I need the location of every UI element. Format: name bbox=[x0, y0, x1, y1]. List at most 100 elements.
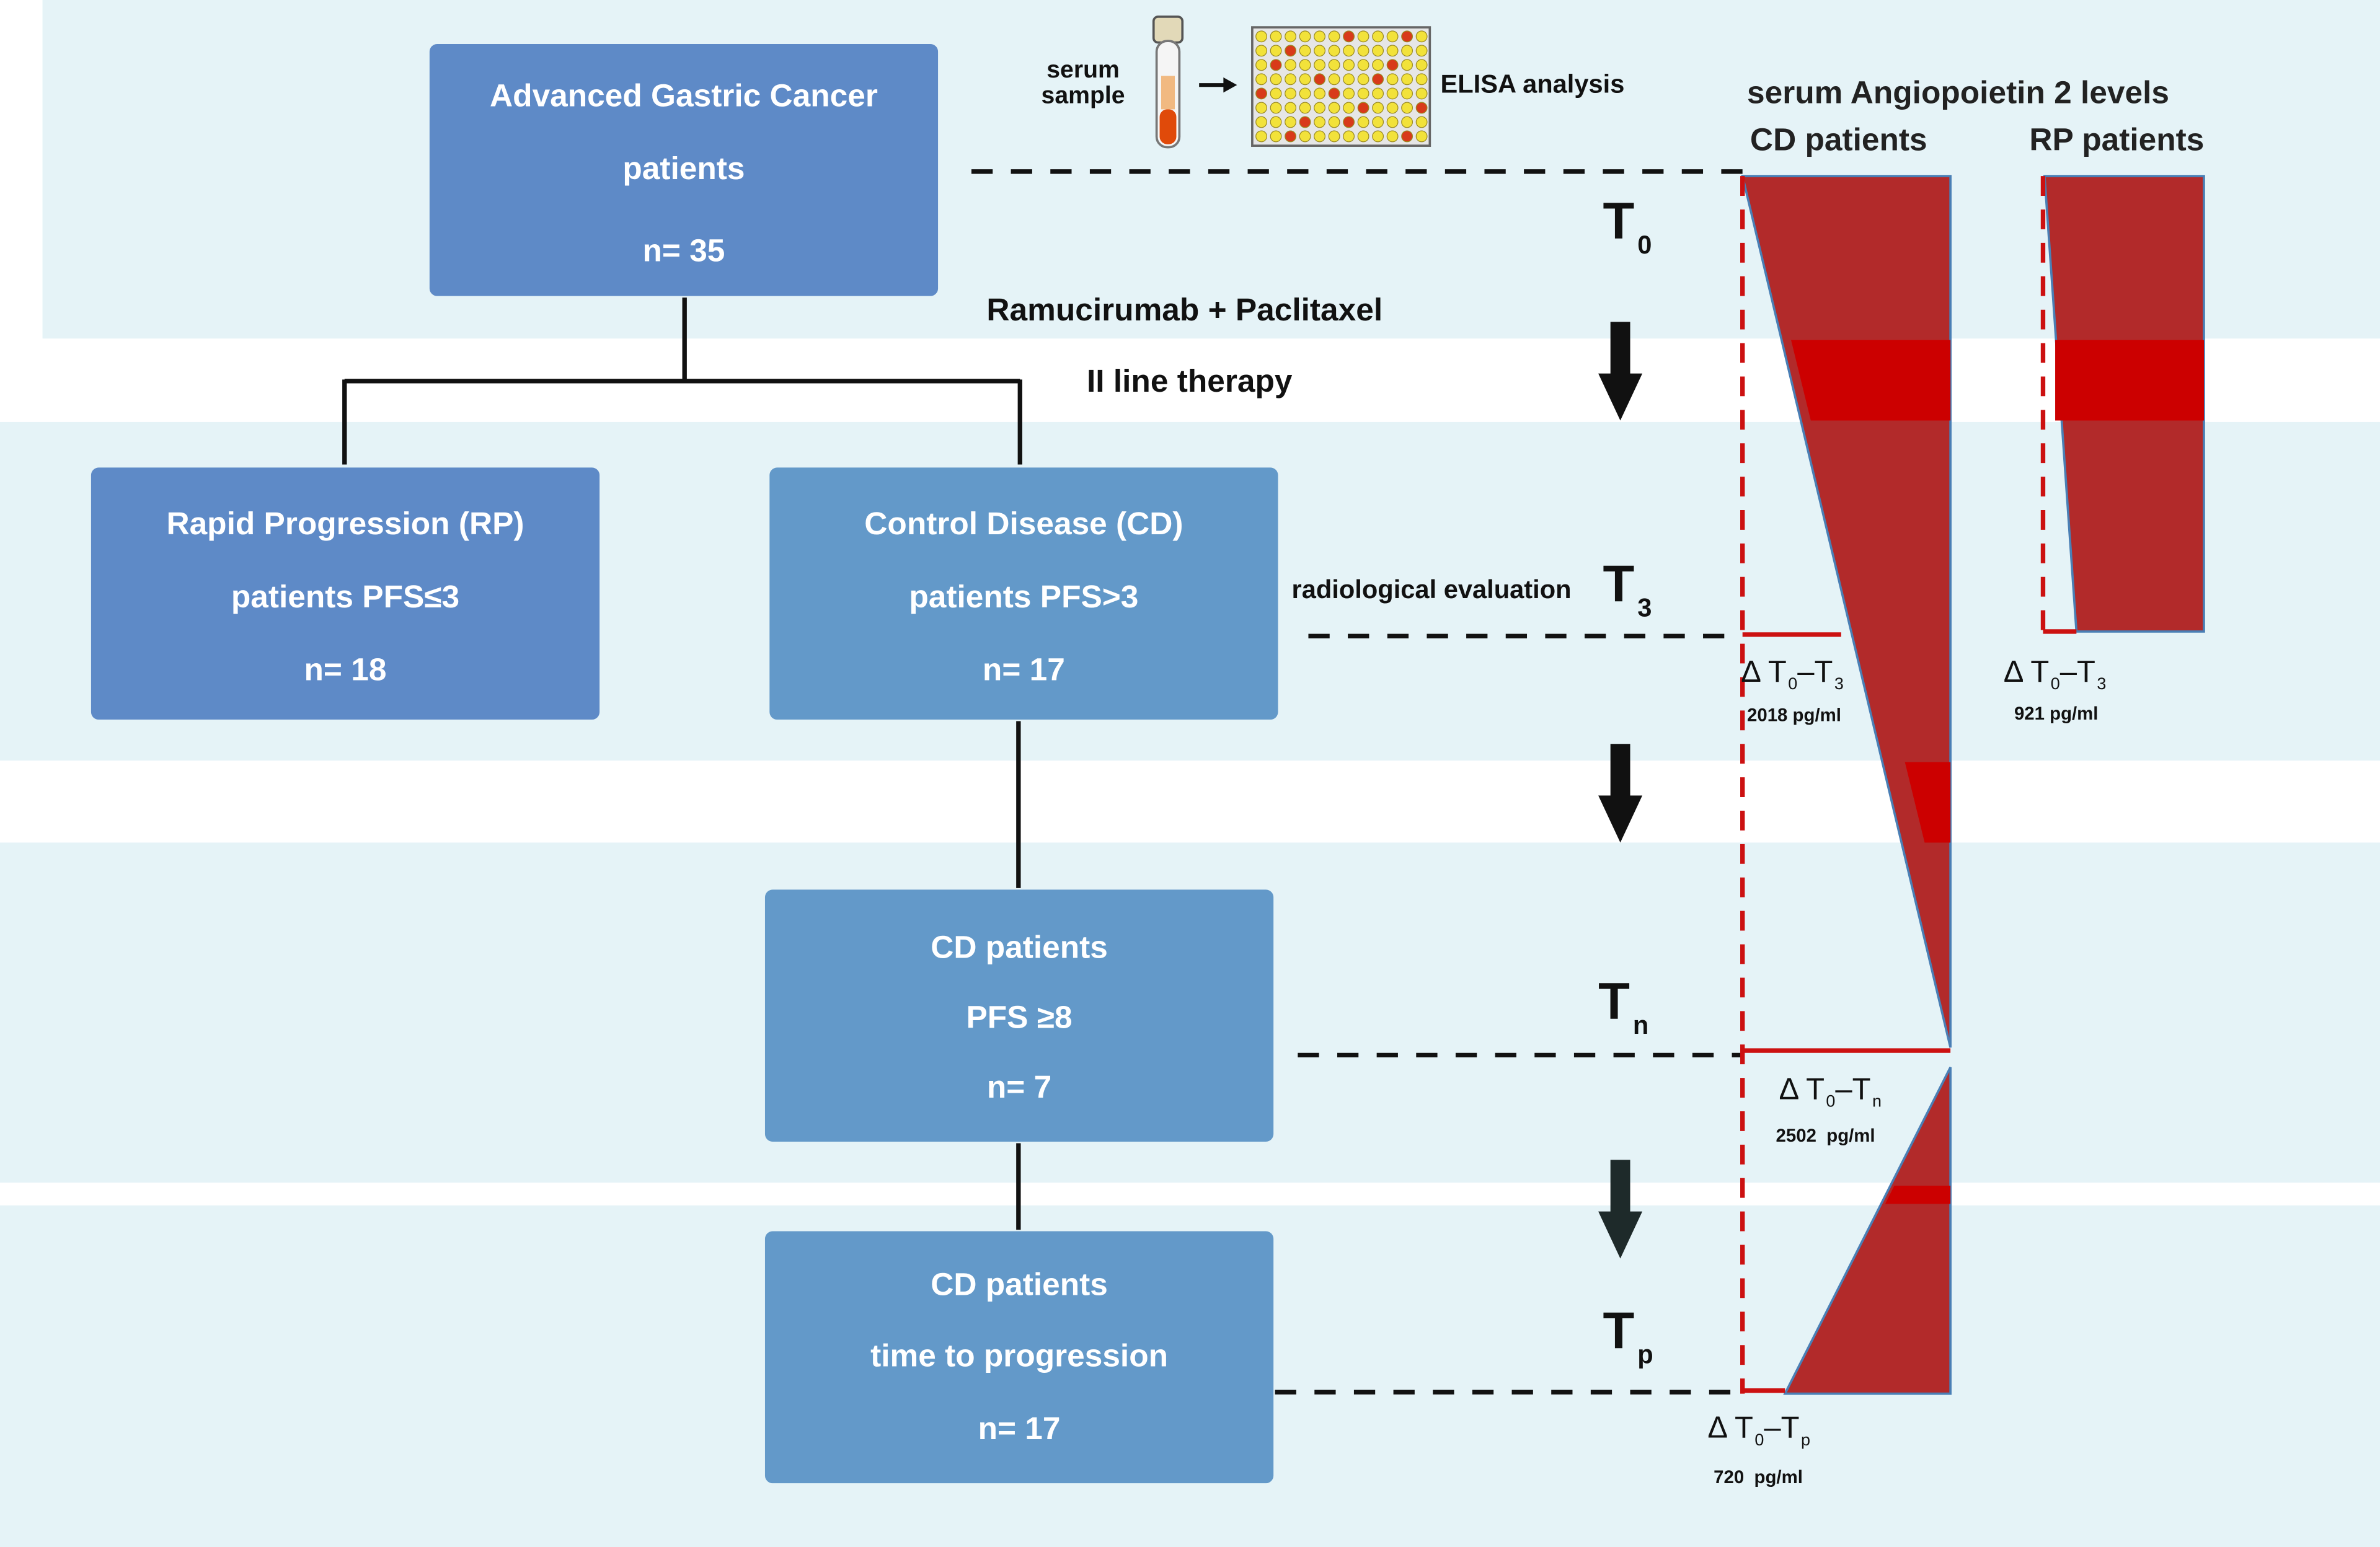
timepoint-sub: n bbox=[1632, 1011, 1649, 1040]
plate-well bbox=[1415, 87, 1428, 100]
plate-well bbox=[1255, 130, 1267, 143]
plate-well bbox=[1415, 130, 1428, 143]
box-rapid-progression: Rapid Progression (RP) patients PFS≤3 n=… bbox=[91, 467, 600, 720]
therapy-line2: II line therapy bbox=[1087, 364, 1293, 400]
plate-well bbox=[1270, 87, 1282, 100]
plate-well bbox=[1255, 59, 1267, 71]
plate-well bbox=[1299, 73, 1311, 86]
plate-well bbox=[1255, 73, 1267, 86]
serum-sample-line2: sample bbox=[1041, 83, 1125, 110]
box-advanced-gastric-cancer: Advanced Gastric Cancer patients n= 35 bbox=[429, 44, 939, 296]
elisa-plate-icon bbox=[1251, 26, 1431, 147]
delta-sub2: n bbox=[1872, 1093, 1882, 1112]
plate-well bbox=[1372, 73, 1384, 86]
box-line2: time to progression bbox=[870, 1339, 1169, 1374]
delta-rp-t3-value: 921 pg/ml bbox=[2014, 703, 2099, 725]
plate-well bbox=[1401, 73, 1413, 86]
plate-well bbox=[1401, 59, 1413, 71]
serum-sample-line1: serum bbox=[1046, 58, 1120, 84]
delta-sub2: 3 bbox=[1834, 676, 1844, 694]
cd-tp-triangle bbox=[1783, 1067, 1952, 1395]
plate-well bbox=[1401, 116, 1413, 128]
plate-well bbox=[1357, 59, 1369, 71]
plate-well bbox=[1401, 102, 1413, 114]
plate-well bbox=[1343, 73, 1355, 86]
cd-t3-highlight bbox=[1791, 340, 1951, 421]
plate-well bbox=[1314, 87, 1326, 100]
delta-sub1: 0 bbox=[1754, 1431, 1764, 1450]
plate-well bbox=[1314, 73, 1326, 86]
box-line1: Rapid Progression (RP) bbox=[166, 507, 524, 542]
plate-well bbox=[1285, 59, 1297, 71]
plate-well bbox=[1285, 30, 1297, 43]
plate-well bbox=[1372, 116, 1384, 128]
plate-well bbox=[1357, 87, 1369, 100]
plate-well bbox=[1357, 102, 1369, 114]
plate-well bbox=[1299, 30, 1311, 43]
plate-well bbox=[1386, 87, 1399, 100]
box-line3: n= 35 bbox=[642, 234, 725, 269]
plate-well bbox=[1255, 102, 1267, 114]
delta-prefix: Δ T bbox=[1779, 1073, 1825, 1107]
plate-well bbox=[1386, 102, 1399, 114]
plate-well bbox=[1328, 87, 1340, 100]
box-line2: patients bbox=[622, 151, 745, 187]
plate-well bbox=[1299, 116, 1311, 128]
delta-dash: –T bbox=[1764, 1411, 1800, 1445]
plate-well bbox=[1314, 59, 1326, 71]
plate-well bbox=[1372, 59, 1384, 71]
tree-connectors bbox=[342, 298, 1022, 1230]
arrow-right-icon bbox=[1199, 77, 1237, 93]
plate-well bbox=[1270, 130, 1282, 143]
plate-well bbox=[1299, 59, 1311, 71]
plate-well bbox=[1372, 102, 1384, 114]
plate-well bbox=[1343, 59, 1355, 71]
plate-well bbox=[1314, 130, 1326, 143]
box-line1: Advanced Gastric Cancer bbox=[490, 79, 878, 114]
box-line3: n= 17 bbox=[978, 1411, 1061, 1447]
box-cd-time-to-progression: CD patients time to progression n= 17 bbox=[764, 1231, 1274, 1484]
cd-tp-highlight bbox=[1885, 1186, 1951, 1204]
box-line1: CD patients bbox=[931, 930, 1108, 966]
delta-prefix: Δ T bbox=[2003, 656, 2050, 690]
delta-sub1: 0 bbox=[1788, 676, 1798, 694]
radiological-evaluation: radiological evaluation bbox=[1291, 575, 1572, 604]
plate-well bbox=[1314, 102, 1326, 114]
box-line1: CD patients bbox=[931, 1267, 1108, 1303]
plate-well bbox=[1255, 87, 1267, 100]
box-line3: n= 18 bbox=[304, 653, 387, 688]
delta-prefix: Δ T bbox=[1707, 1411, 1753, 1445]
plate-well bbox=[1343, 30, 1355, 43]
plate-well bbox=[1343, 116, 1355, 128]
arrow-down-icon bbox=[1598, 744, 1643, 843]
plate-well bbox=[1401, 87, 1413, 100]
plate-well bbox=[1343, 130, 1355, 143]
plate-well bbox=[1255, 45, 1267, 57]
delta-sub1: 0 bbox=[1826, 1093, 1836, 1112]
delta-prefix: Δ T bbox=[1741, 656, 1787, 690]
serum-sample-label: serum sample bbox=[1042, 58, 1125, 109]
red-delta-markers bbox=[1742, 629, 2077, 1393]
plate-well bbox=[1386, 116, 1399, 128]
timepoint-sub: 3 bbox=[1637, 593, 1652, 623]
plate-well bbox=[1357, 30, 1369, 43]
plate-well bbox=[1285, 102, 1297, 114]
plate-well bbox=[1372, 45, 1384, 57]
plate-well bbox=[1299, 130, 1311, 143]
cd-level-triangle bbox=[1741, 175, 1952, 1048]
plate-well bbox=[1270, 73, 1282, 86]
delta-sub1: 0 bbox=[2050, 676, 2060, 694]
plate-well bbox=[1328, 116, 1340, 128]
delta-dash: –T bbox=[2059, 656, 2095, 690]
plate-well bbox=[1415, 73, 1428, 86]
arrow-down-icon bbox=[1598, 1160, 1643, 1259]
box-line2: patients PFS≤3 bbox=[231, 580, 460, 615]
plate-well bbox=[1386, 73, 1399, 86]
plate-well bbox=[1372, 130, 1384, 143]
